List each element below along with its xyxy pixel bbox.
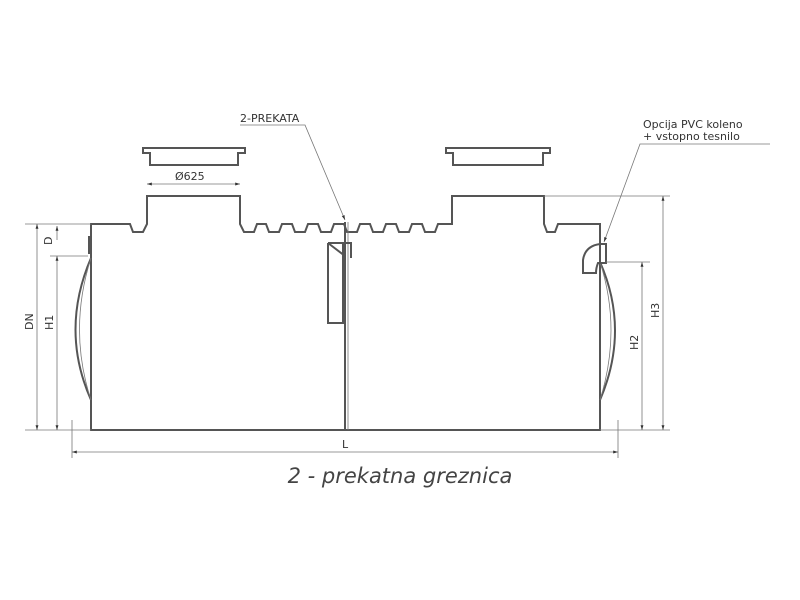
manhole-diameter-label: Ø625 (175, 170, 205, 183)
partition-label: 2-PREKATA (240, 112, 300, 125)
drawing-caption: 2 - prekatna greznica (287, 464, 513, 488)
baffle (327, 242, 352, 324)
tank-outline (90, 195, 601, 431)
dim-h2-label: H2 (628, 335, 641, 350)
dim-dn-label: DN (23, 313, 36, 330)
option-label-line1: Opcija PVC koleno (643, 118, 743, 131)
inlet-pipe (88, 236, 92, 254)
pvc-elbow-icon (582, 243, 607, 274)
manhole-lid-left (142, 147, 246, 166)
left-rib (74, 257, 92, 401)
option-label-line2: + vstopno tesnilo (643, 130, 740, 143)
dim-h3-label: H3 (649, 303, 662, 318)
dim-d-label: D (42, 237, 55, 245)
manhole-lid-right (445, 147, 551, 166)
right-rib (599, 261, 616, 401)
dim-h1-label: H1 (43, 315, 56, 330)
dim-l-label: L (342, 438, 349, 451)
